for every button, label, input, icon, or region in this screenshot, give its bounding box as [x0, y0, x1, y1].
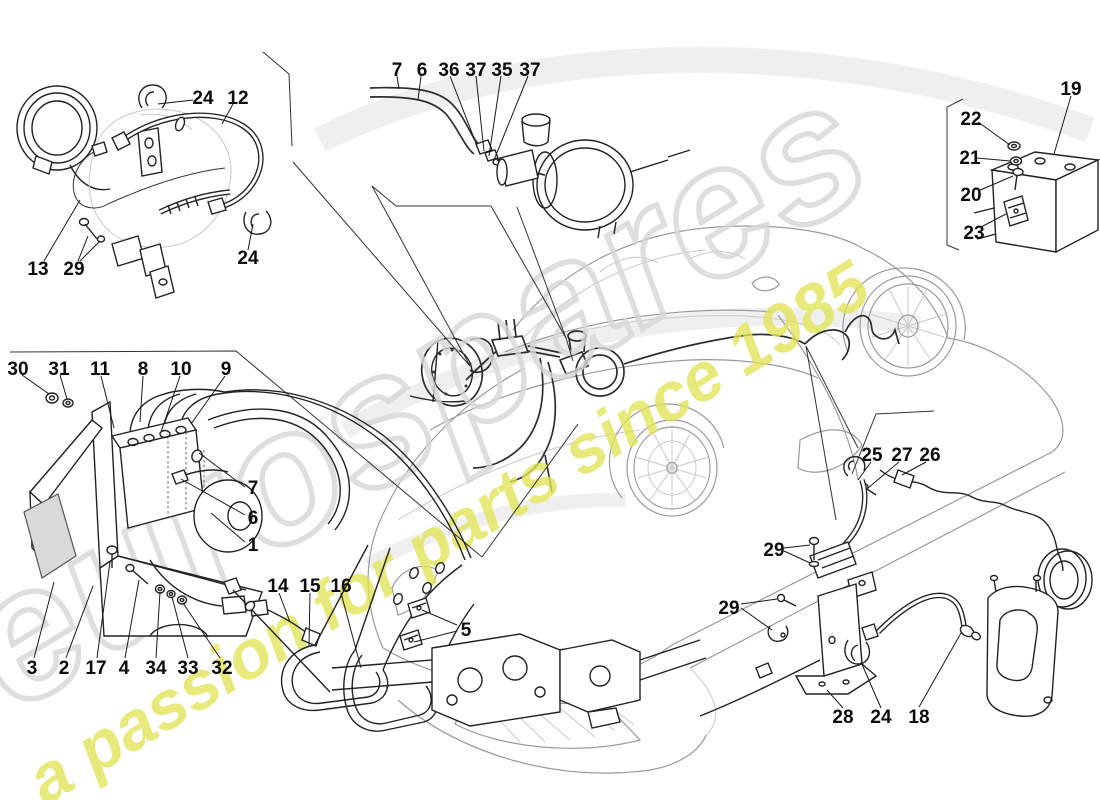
front-wheel: [626, 419, 718, 517]
part-label-25: 25: [861, 445, 883, 466]
part-label-6: 6: [248, 508, 259, 529]
part-label-2: 2: [59, 658, 70, 679]
part-label-17: 17: [85, 658, 106, 679]
detail-bracket-group: [973, 141, 1100, 254]
part-label-10: 10: [170, 359, 191, 380]
part-label-29: 29: [763, 540, 784, 561]
detail-rear-hose: [699, 455, 1093, 717]
part-label-6: 6: [417, 60, 428, 81]
part-label-18: 18: [908, 707, 929, 728]
part-label-34: 34: [145, 658, 167, 679]
part-label-26: 26: [919, 445, 940, 466]
leader-lines: [21, 75, 1072, 709]
detail-master-cylinder-pipes: [369, 86, 691, 239]
part-label-5: 5: [461, 620, 472, 641]
part-label-20: 20: [960, 185, 981, 206]
section-lines: [9, 51, 964, 558]
part-label-4: 4: [119, 658, 130, 679]
part-label-21: 21: [959, 148, 981, 169]
part-label-32: 32: [211, 658, 232, 679]
part-label-7: 7: [248, 478, 259, 499]
detail-caliper-pipes: [223, 544, 707, 732]
part-label-9: 9: [221, 359, 232, 380]
part-label-7: 7: [392, 60, 403, 81]
part-label-37: 37: [519, 60, 540, 81]
part-label-27: 27: [891, 445, 912, 466]
part-label-24: 24: [870, 707, 892, 728]
detail-servo-hoses: [16, 84, 272, 299]
part-label-31: 31: [48, 359, 70, 380]
detail-abs-module: [23, 388, 472, 647]
part-label-24: 24: [237, 248, 259, 269]
part-label-28: 28: [832, 707, 853, 728]
part-label-36: 36: [438, 60, 459, 81]
part-label-19: 19: [1060, 79, 1081, 100]
part-label-24: 24: [192, 88, 214, 109]
part-label-33: 33: [177, 658, 198, 679]
part-label-8: 8: [138, 359, 149, 380]
background-shading: [314, 46, 1095, 572]
part-label-13: 13: [27, 259, 48, 280]
part-label-29: 29: [63, 259, 84, 280]
part-label-16: 16: [330, 576, 351, 597]
part-label-22: 22: [960, 109, 981, 130]
part-label-29: 29: [718, 598, 739, 619]
part-label-35: 35: [491, 60, 513, 81]
part-label-30: 30: [7, 359, 28, 380]
part-label-23: 23: [963, 223, 984, 244]
part-label-37: 37: [465, 60, 486, 81]
part-label-14: 14: [267, 576, 289, 597]
rear-wheel: [859, 275, 957, 377]
part-label-3: 3: [27, 658, 38, 679]
car-brake-system: [409, 314, 900, 493]
part-label-12: 12: [227, 88, 248, 109]
part-label-1: 1: [248, 535, 259, 556]
part-label-15: 15: [299, 576, 321, 597]
part-label-11: 11: [90, 359, 111, 380]
